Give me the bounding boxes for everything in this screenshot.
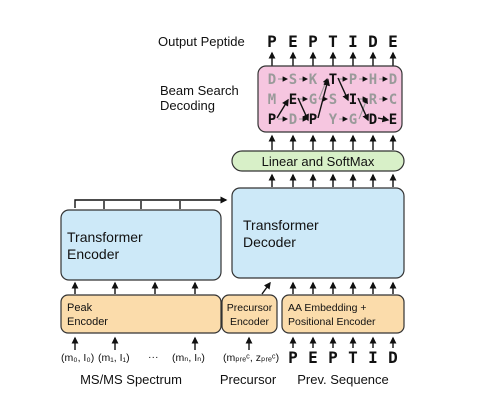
beam-letter: S [289,72,297,88]
prev-letter: E [308,348,318,367]
decoder-to-softmax-arrows [268,173,397,187]
peak-ellipsis: ··· [148,351,159,363]
beam-letter: D [268,72,276,88]
beam-search-links [276,76,390,123]
best-path-link [276,98,289,119]
beam-letter: D [389,72,397,88]
peak-1: (m₁, I₁) [98,352,130,364]
beam-search-label: Beam Search [160,83,239,98]
peak-encoder-box [60,294,222,334]
transformer-decoder-label-2: Decoder [243,234,296,250]
encoder-to-decoder-arrow [74,196,228,208]
output-letter: T [328,32,338,51]
beam-letter: Y [329,112,338,128]
ms-spectrum-caption: MS/MS Spectrum [80,372,182,387]
prev-letter: D [388,348,398,367]
output-letter: E [288,32,298,51]
beam-letter: H [369,72,377,88]
prev-sequence-arrows [289,336,397,348]
beam-letter: R [369,92,378,108]
output-letter: P [267,32,277,51]
best-path-link [377,115,390,123]
precursor-input: (mₚᵣₑᶜ, zₚᵣₑᶜ) [223,352,279,364]
beam-letter: P [349,72,357,88]
best-path-link [297,97,309,122]
precursor-encoder-label-2: Encoder [230,316,270,328]
beam-letter: G [309,92,317,108]
prev-letter: T [348,348,358,367]
output-letter: P [308,32,318,51]
transformer-encoder-label-2: Encoder [67,246,119,262]
beam-letter: I [349,92,357,108]
beam-search-label-2: Decoding [160,98,215,113]
precursor-caption: Precursor [220,372,277,387]
beam-letter: E [289,92,297,108]
beam-letter: K [309,72,318,88]
peak-0: (m₀, I₀) [61,352,94,364]
beam-letter: E [389,112,397,128]
peak-encoder-label: Peak [67,302,93,314]
aa-embedding-box [281,294,405,334]
prev-sequence-caption: Prev. Sequence [297,372,389,387]
prev-letter: P [328,348,338,367]
output-letter: D [368,32,378,51]
peak-to-encoder-arrows [71,281,199,294]
prev-letter: I [368,348,378,367]
transformer-encoder-box [60,209,222,281]
beam-letter: C [389,92,397,108]
best-path-link [357,97,369,122]
linear-softmax-label: Linear and SoftMax [262,154,375,169]
transformer-decoder-label: Transformer [243,217,319,233]
aa-embedding-label-2: Positional Encoder [288,316,376,328]
beam-letter: D [369,112,377,128]
precursor-encoder-label: Precursor [227,302,273,314]
spectrum-input-arrows [71,336,199,350]
precursor-encoder-box [221,294,278,334]
softmax-to-beam-arrows [268,134,397,150]
output-arrows [268,51,397,66]
beam-letter: D [289,112,297,128]
beam-letter: G [349,112,357,128]
prev-letter: P [288,348,298,367]
beam-letter: M [268,92,276,108]
transformer-encoder-label: Transformer [67,229,143,245]
beam-letter: S [329,92,337,108]
beam-letter: P [268,112,276,128]
aa-to-decoder-arrows [289,281,397,294]
best-path-link [337,77,349,102]
beam-letter: T [329,72,337,88]
peak-encoder-label-2: Encoder [67,316,108,328]
transformer-decoder-box [231,187,405,279]
output-letter: E [388,32,398,51]
best-path-link [317,78,330,119]
output-peptide-label: Output Peptide [158,34,245,49]
output-letter: I [348,32,358,51]
beam-letter: P [309,112,317,128]
linear-softmax-box [231,150,405,172]
precursor-to-decoder-arrow [261,281,271,295]
peak-n: (mₙ, Iₙ) [172,352,205,364]
aa-embedding-label: AA Embedding + [288,302,367,314]
encoder-output-arrows [103,201,181,209]
